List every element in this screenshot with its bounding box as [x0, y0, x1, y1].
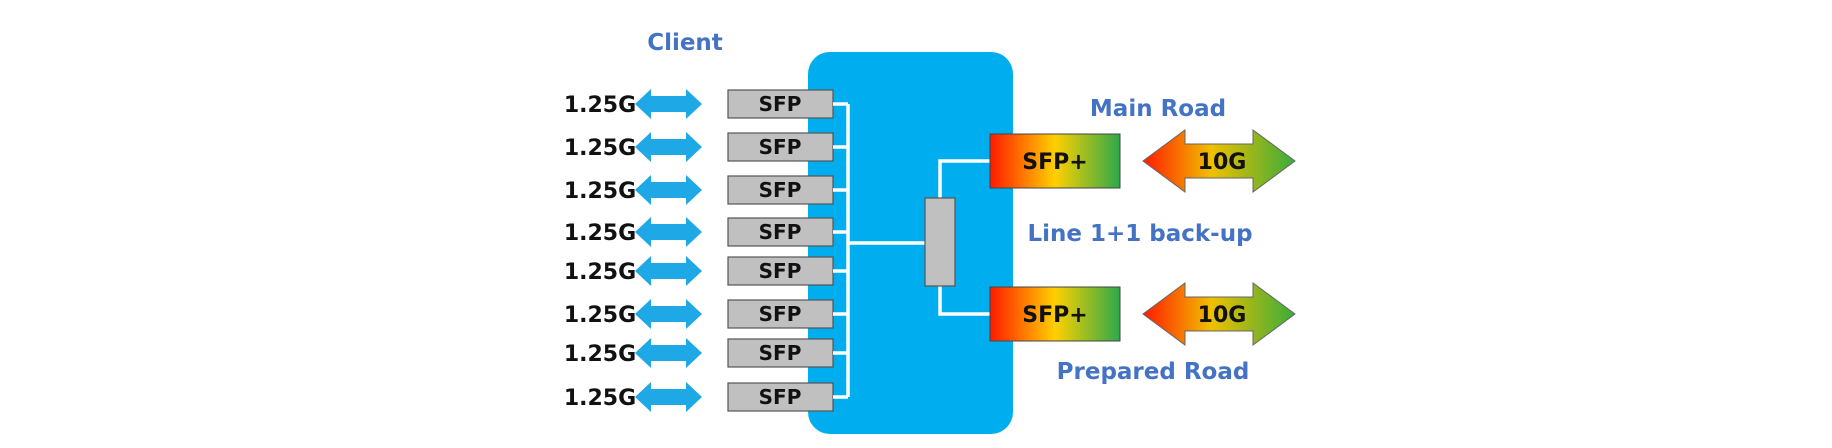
client-ports: 1.25G SFP 1.25G SFP 1.25G SFP 1.25G SFP 1.25G SFP… [564, 89, 834, 412]
sfp-plus-module [989, 286, 1121, 342]
client-rate-label: 1.25G [564, 260, 636, 285]
sfp-plus-label: SFP+ [1022, 303, 1087, 328]
bidirectional-arrow-icon [635, 175, 702, 205]
main-road-label: Main Road [1090, 96, 1226, 122]
client-rate-label: 1.25G [564, 342, 636, 367]
client-rate-label: 1.25G [564, 303, 636, 328]
client-port-row: 1.25G SFP [564, 256, 834, 286]
sfp-module [727, 338, 834, 368]
client-port-row: 1.25G SFP [564, 175, 834, 205]
line-port-prepared: SFP+ 10G [989, 282, 1296, 346]
sfp-module-label: SFP [759, 220, 802, 244]
sfp-module-label: SFP [759, 92, 802, 116]
internal-wiring [846, 104, 990, 397]
client-port-row: 1.25G SFP [564, 217, 834, 247]
bidirectional-arrow-icon [635, 382, 702, 412]
bidirectional-arrow-icon [635, 132, 702, 162]
client-rate-label: 1.25G [564, 93, 636, 118]
sfp-module-label: SFP [759, 385, 802, 409]
sfp-module [727, 299, 834, 329]
client-port-row: 1.25G SFP [564, 132, 834, 162]
line-ports: SFP+ 10G SFP+ 10G [989, 129, 1296, 346]
client-rate-label: 1.25G [564, 386, 636, 411]
client-port-row: 1.25G SFP [564, 89, 834, 119]
sfp-module-label: SFP [759, 341, 802, 365]
sfp-module [727, 132, 834, 162]
client-port-row: 1.25G SFP [564, 338, 834, 368]
line-port-main: SFP+ 10G [989, 129, 1296, 193]
client-rate-label: 1.25G [564, 179, 636, 204]
splitter-to-prepared-line [938, 286, 990, 316]
sfp-module-label: SFP [759, 178, 802, 202]
protection-splitter [924, 197, 956, 287]
sfp-plus-module [989, 133, 1121, 189]
sfp-module-label: SFP [759, 135, 802, 159]
prepared-road-label: Prepared Road [1057, 359, 1250, 385]
line-rate-label: 10G [1198, 303, 1247, 328]
backup-label: Line 1+1 back-up [1027, 221, 1252, 247]
bidirectional-arrow-icon [635, 89, 702, 119]
line-rate-arrow-icon [1142, 129, 1296, 193]
client-port-row: 1.25G SFP [564, 299, 834, 329]
line-rate-arrow-icon [1142, 282, 1296, 346]
sfp-plus-label: SFP+ [1022, 150, 1087, 175]
bidirectional-arrow-icon [635, 338, 702, 368]
bidirectional-arrow-icon [635, 299, 702, 329]
client-label: Client [647, 30, 723, 56]
client-port-row: 1.25G SFP [564, 382, 834, 412]
sfp-module-label: SFP [759, 259, 802, 283]
splitter-to-main-line [938, 159, 990, 198]
sfp-module [727, 256, 834, 286]
sfp-module [727, 382, 834, 412]
bidirectional-arrow-icon [635, 217, 702, 247]
bidirectional-arrow-icon [635, 256, 702, 286]
line-rate-label: 10G [1198, 150, 1247, 175]
client-rate-label: 1.25G [564, 221, 636, 246]
sfp-module-label: SFP [759, 302, 802, 326]
client-rate-label: 1.25G [564, 136, 636, 161]
client-stubs [833, 102, 848, 399]
